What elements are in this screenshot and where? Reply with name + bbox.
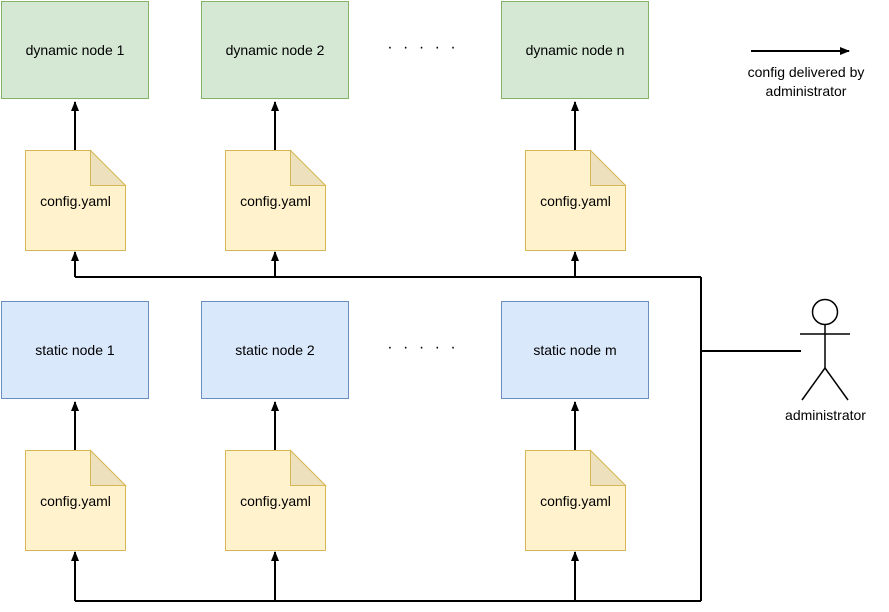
config-file-static-1[interactable]: config.yaml: [25, 449, 127, 551]
document-icon: [525, 449, 627, 551]
administrator-label: administrator: [785, 407, 866, 423]
legend-label: config delivered by administrator: [747, 64, 865, 99]
config-file-label: config.yaml: [40, 492, 111, 509]
static-node-m[interactable]: static node m: [501, 301, 649, 399]
document-icon: [225, 449, 327, 551]
static-node-label: static node m: [533, 342, 617, 358]
config-file-dynamic-1[interactable]: config.yaml: [25, 149, 127, 251]
config-file-static-m[interactable]: config.yaml: [525, 449, 627, 551]
static-node-1[interactable]: static node 1: [1, 301, 149, 399]
dynamic-node-n[interactable]: dynamic node n: [501, 1, 649, 99]
config-file-label: config.yaml: [540, 492, 611, 509]
config-file-dynamic-2[interactable]: config.yaml: [225, 149, 327, 251]
dynamic-node-2[interactable]: dynamic node 2: [201, 1, 349, 99]
dynamic-node-1[interactable]: dynamic node 1: [1, 1, 149, 99]
static-node-2[interactable]: static node 2: [201, 301, 349, 399]
config-file-dynamic-n[interactable]: config.yaml: [525, 149, 627, 251]
document-icon: [25, 449, 127, 551]
static-node-label: static node 1: [35, 342, 115, 358]
dynamic-node-label: dynamic node n: [525, 42, 625, 58]
document-icon: [25, 149, 127, 251]
dynamic-ellipsis: · · · · ·: [387, 39, 459, 56]
document-icon: [225, 149, 327, 251]
config-file-label: config.yaml: [540, 192, 611, 209]
config-file-label: config.yaml: [40, 192, 111, 209]
static-node-label: static node 2: [235, 342, 315, 358]
dynamic-node-label: dynamic node 1: [25, 42, 125, 58]
administrator-actor-icon[interactable]: [790, 290, 860, 405]
config-file-label: config.yaml: [240, 492, 311, 509]
document-icon: [525, 149, 627, 251]
dynamic-node-label: dynamic node 2: [225, 42, 325, 58]
config-file-label: config.yaml: [240, 192, 311, 209]
config-file-static-2[interactable]: config.yaml: [225, 449, 327, 551]
static-ellipsis: · · · · ·: [387, 339, 459, 356]
